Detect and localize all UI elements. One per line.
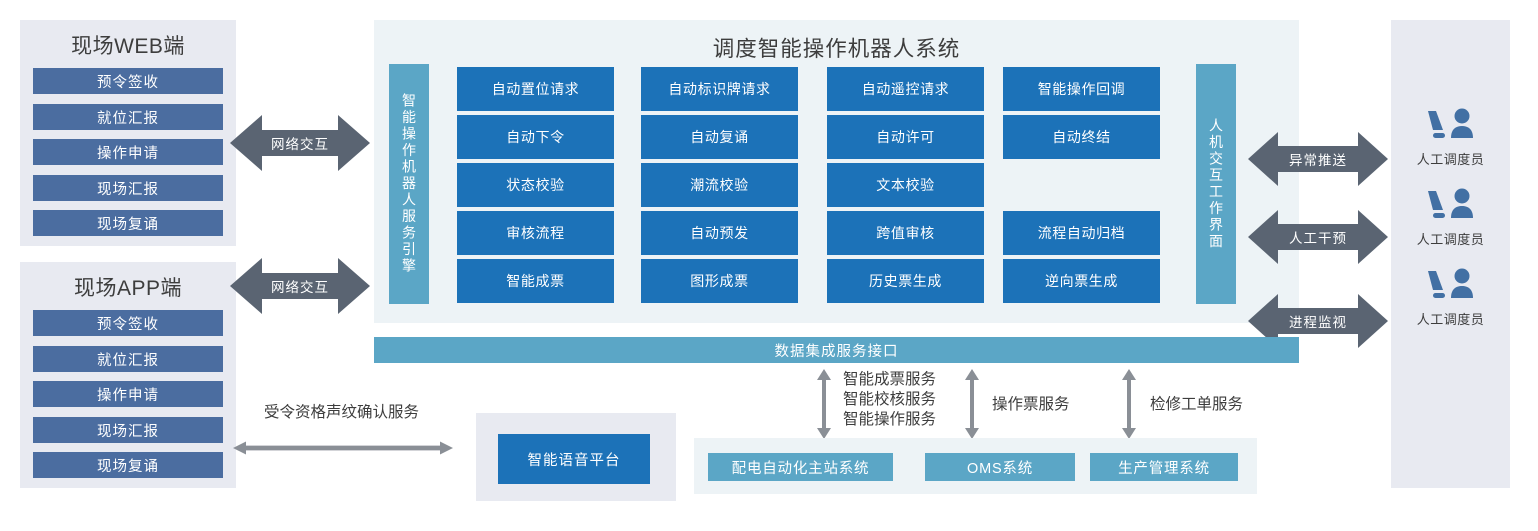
service-arrow-maintenance-order [1117, 368, 1141, 440]
right-arrow-intervention: 人工干预 [1248, 208, 1388, 266]
module-card[interactable]: 跨值审核 [827, 211, 984, 255]
dispatcher-0: 人工调度员 [1391, 108, 1510, 168]
system-chip-distribution-automation[interactable]: 配电自动化主站系统 [708, 453, 893, 481]
module-card[interactable]: 自动复诵 [641, 115, 798, 159]
dispatcher-label: 人工调度员 [1416, 312, 1485, 327]
module-card[interactable]: 潮流校验 [641, 163, 798, 207]
operator-console-icon [1391, 268, 1510, 307]
dispatcher-1: 人工调度员 [1391, 188, 1510, 248]
web-button-1[interactable]: 就位汇报 [33, 104, 223, 130]
panel-dispatchers [1391, 20, 1510, 488]
module-card[interactable]: 智能操作回调 [1003, 67, 1160, 111]
data-integration-bar: 数据集成服务接口 [374, 337, 1299, 363]
service-engine-bar: 智能操作机器人服务引擎 [389, 64, 429, 304]
app-button-3[interactable]: 现场汇报 [33, 417, 223, 443]
service-arrow-operation-ticket [960, 368, 984, 440]
dispatcher-2: 人工调度员 [1391, 268, 1510, 328]
module-card[interactable]: 文本校验 [827, 163, 984, 207]
module-card[interactable]: 图形成票 [641, 259, 798, 303]
dispatcher-label: 人工调度员 [1416, 152, 1485, 167]
app-button-1[interactable]: 就位汇报 [33, 346, 223, 372]
right-arrow-exception: 异常推送 [1248, 130, 1388, 188]
panel-app-client-title: 现场APP端 [73, 277, 183, 300]
module-card[interactable]: 审核流程 [457, 211, 614, 255]
app-button-2[interactable]: 操作申请 [33, 381, 223, 407]
panel-web-client-title: 现场WEB端 [71, 35, 185, 58]
main-system-title: 调度智能操作机器人系统 [712, 37, 961, 61]
web-button-4[interactable]: 现场复诵 [33, 210, 223, 236]
module-card[interactable]: 自动终结 [1003, 115, 1160, 159]
network-arrow-app: 网络交互 [230, 256, 370, 316]
panel-app-client [20, 262, 236, 488]
service-label-maintenance-order: 检修工单服务 [1150, 396, 1244, 413]
module-card[interactable]: 自动置位请求 [457, 67, 614, 111]
web-button-0[interactable]: 预令签收 [33, 68, 223, 94]
app-button-4[interactable]: 现场复诵 [33, 452, 223, 478]
module-card[interactable]: 自动预发 [641, 211, 798, 255]
voiceprint-service-arrow [232, 438, 454, 458]
app-button-0[interactable]: 预令签收 [33, 310, 223, 336]
voiceprint-service-label: 受令资格声纹确认服务 [264, 404, 420, 421]
module-card[interactable]: 自动下令 [457, 115, 614, 159]
voice-platform-card[interactable]: 智能语音平台 [498, 434, 650, 484]
web-button-2[interactable]: 操作申请 [33, 139, 223, 165]
service-arrow-ticket-group [812, 368, 836, 440]
module-card[interactable]: 流程自动归档 [1003, 211, 1160, 255]
operator-console-icon [1391, 108, 1510, 147]
operator-console-icon [1391, 188, 1510, 227]
module-card[interactable]: 智能成票 [457, 259, 614, 303]
module-card[interactable]: 历史票生成 [827, 259, 984, 303]
dispatcher-label: 人工调度员 [1416, 232, 1485, 247]
service-label-operation-ticket: 操作票服务 [992, 396, 1070, 413]
web-button-3[interactable]: 现场汇报 [33, 175, 223, 201]
service-label-ticket-group: 智能成票服务 智能校核服务 智能操作服务 [843, 371, 937, 428]
system-chip-oms[interactable]: OMS系统 [925, 453, 1075, 481]
module-card[interactable]: 自动许可 [827, 115, 984, 159]
system-chip-production-management[interactable]: 生产管理系统 [1090, 453, 1238, 481]
module-card[interactable]: 自动遥控请求 [827, 67, 984, 111]
module-card[interactable]: 逆向票生成 [1003, 259, 1160, 303]
hmi-interface-bar: 人机交互工作界面 [1196, 64, 1236, 304]
network-arrow-web: 网络交互 [230, 113, 370, 173]
module-card[interactable]: 自动标识牌请求 [641, 67, 798, 111]
panel-web-client [20, 20, 236, 246]
module-card[interactable]: 状态校验 [457, 163, 614, 207]
